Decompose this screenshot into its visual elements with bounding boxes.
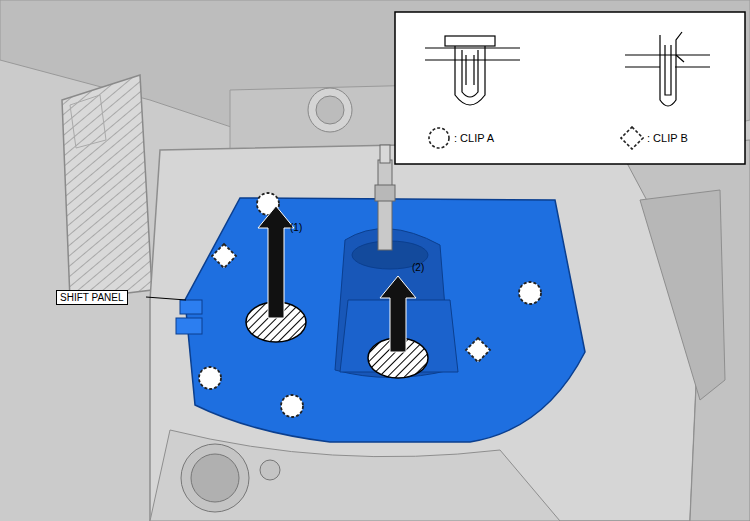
legend-item: : CLIP B xyxy=(620,126,688,150)
callout-number: (2) xyxy=(412,262,424,273)
part-name: SHIFT PANEL xyxy=(56,290,128,305)
legend-symbol xyxy=(427,126,451,150)
callout-number: (1) xyxy=(290,222,302,233)
legend-symbol xyxy=(620,126,644,150)
clip-b-symbol xyxy=(621,127,643,149)
legend-text: : CLIP B xyxy=(647,132,688,144)
clip-a-symbol xyxy=(429,128,449,148)
legend-item: : CLIP A xyxy=(427,126,494,150)
legend-text: : CLIP A xyxy=(454,132,494,144)
